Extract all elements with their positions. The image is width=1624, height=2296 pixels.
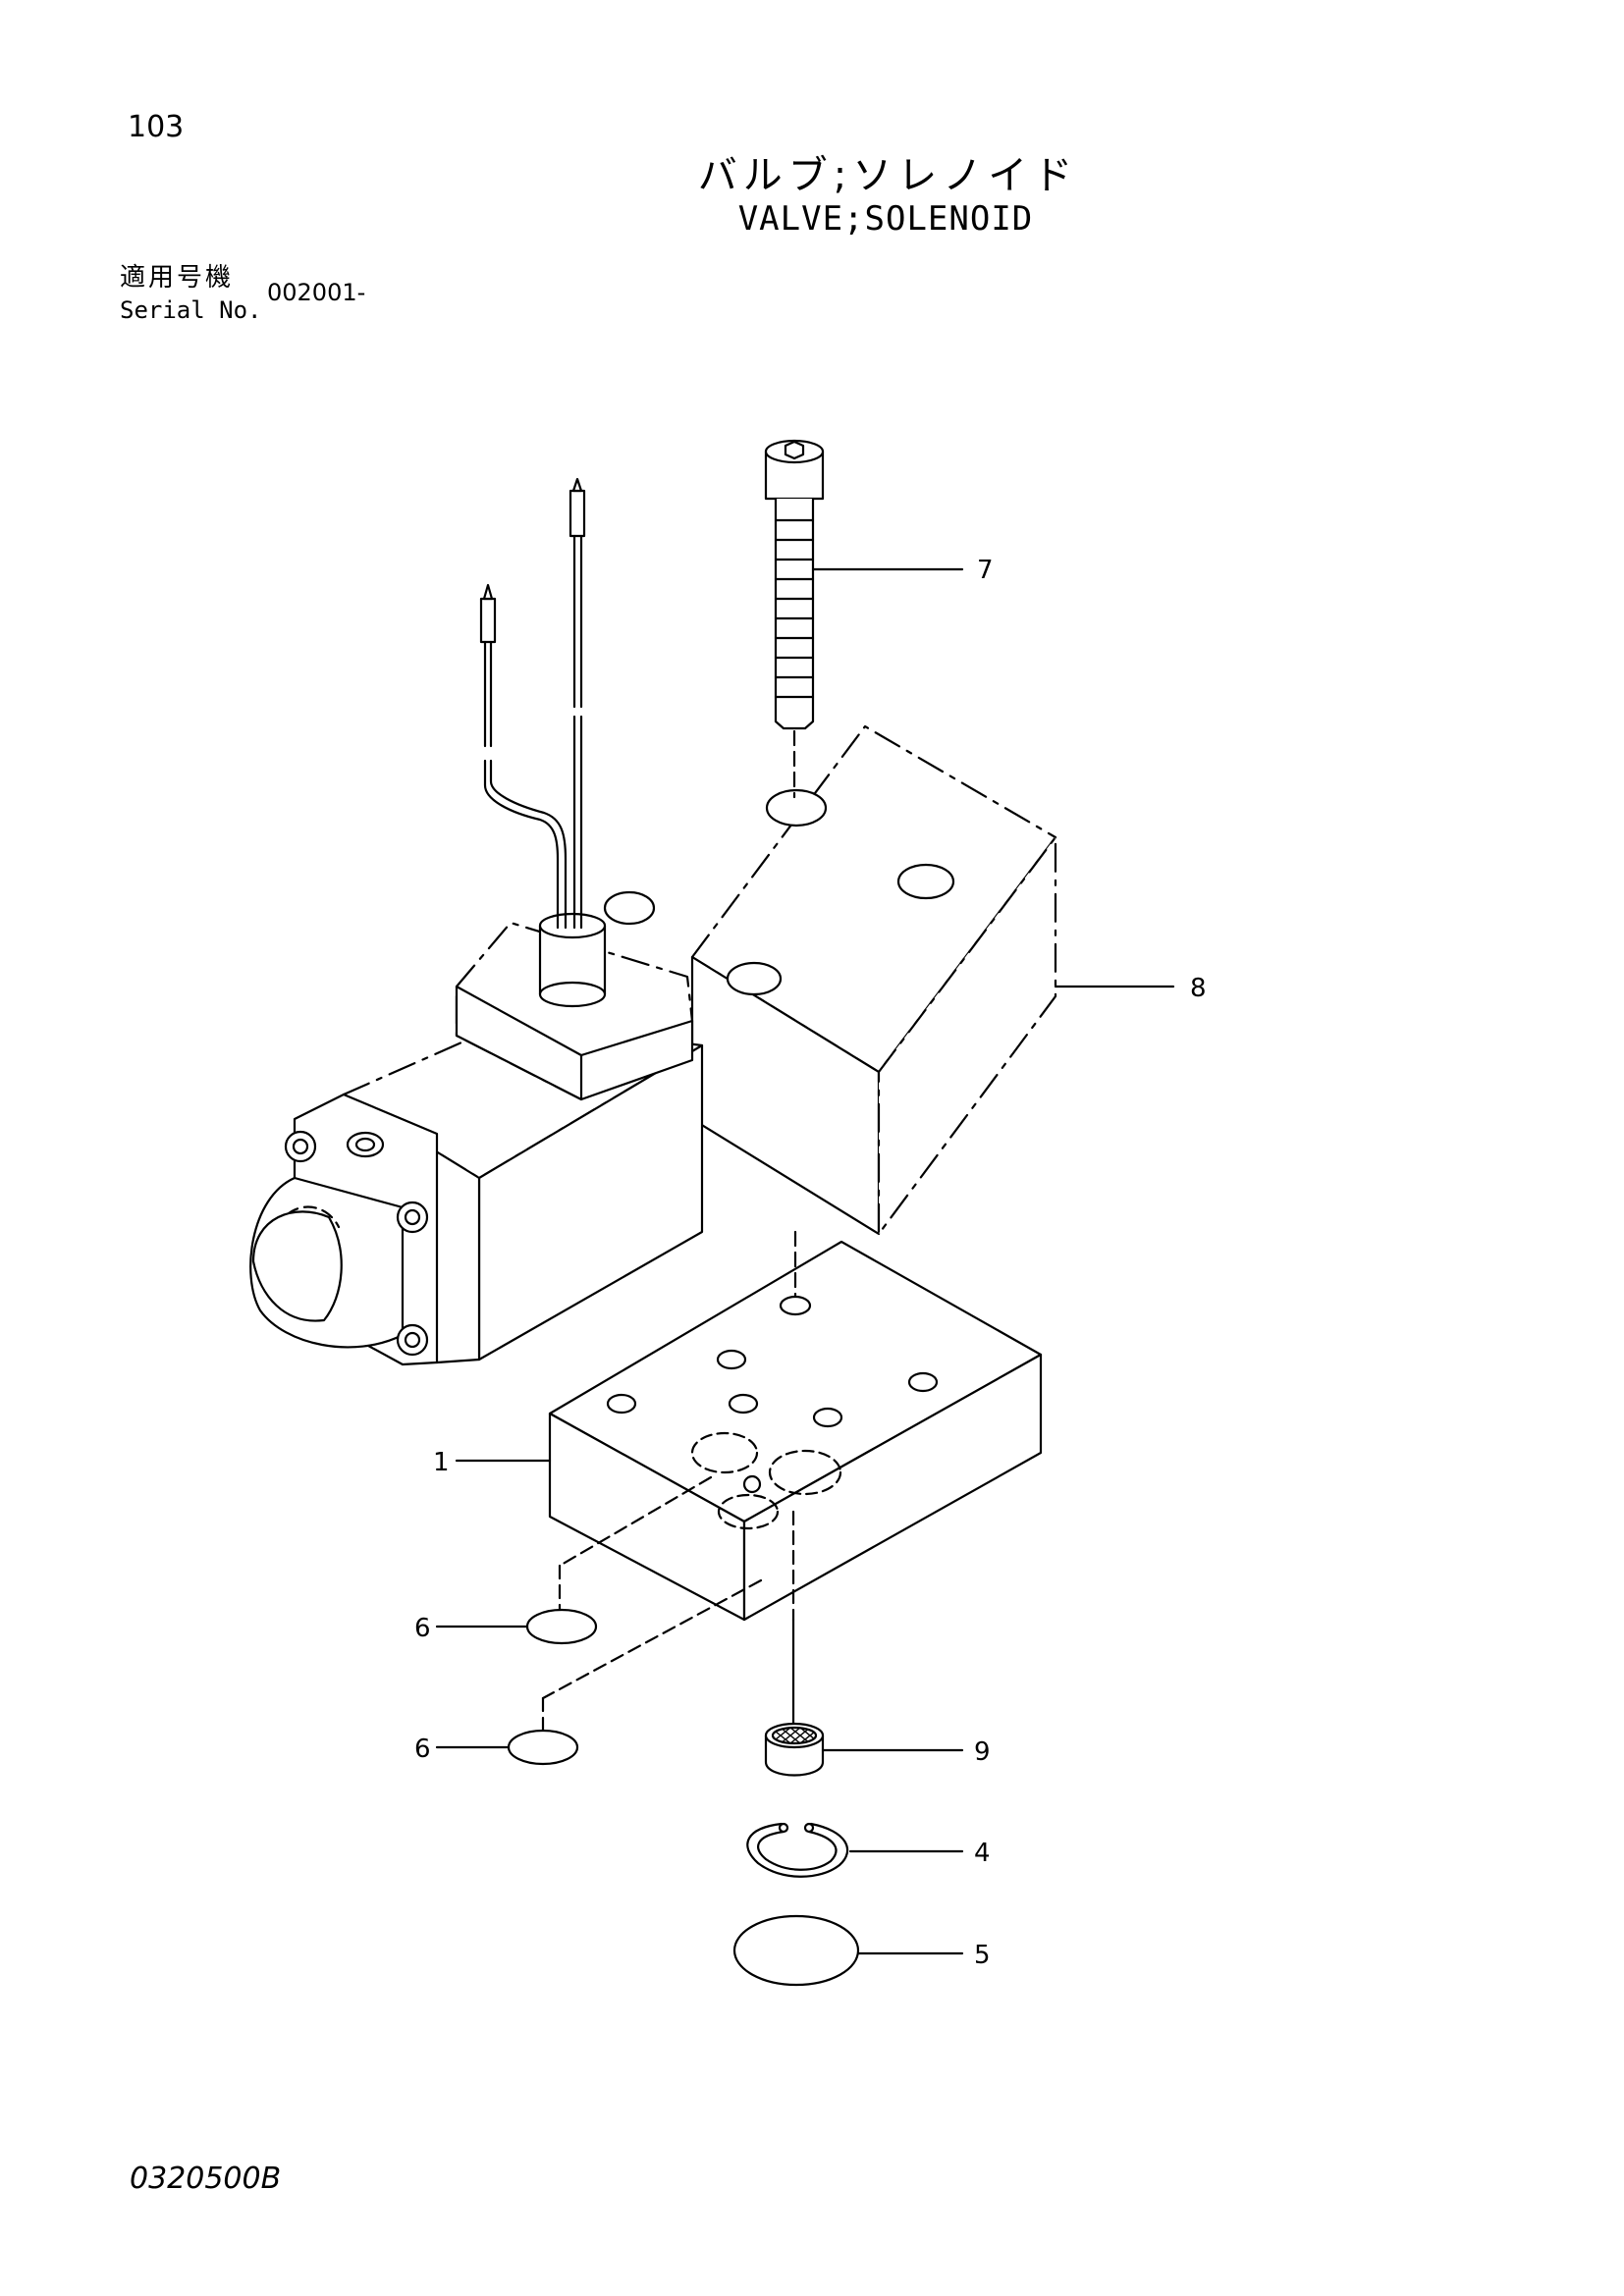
serial-label-english: Serial No. (120, 296, 262, 324)
valve-body-part-8 (603, 724, 1057, 1236)
lead-wires (479, 477, 586, 930)
callout-1: 1 (433, 1448, 450, 1477)
leader-lines (435, 567, 1175, 1955)
oring-part-6-lower (507, 1729, 579, 1766)
callout-9: 9 (974, 1737, 991, 1767)
serial-number-value: 002001- (267, 279, 366, 306)
page-number: 103 (128, 110, 185, 144)
callout-7: 7 (977, 556, 994, 585)
strainer-part-9 (764, 1722, 825, 1777)
disc-part-5 (732, 1914, 860, 1987)
callout-5: 5 (974, 1941, 991, 1970)
bolt-part-7 (764, 439, 825, 799)
serial-label-japanese: 適用号機 (120, 263, 235, 293)
callout-4: 4 (974, 1839, 991, 1868)
oring-part-6-upper (525, 1608, 598, 1645)
sub-plate-part-1 (548, 1230, 1043, 1622)
snap-ring-part-4 (746, 1822, 849, 1878)
callout-6-lower: 6 (414, 1735, 431, 1764)
solenoid-end-cap (249, 1093, 439, 1366)
hidden-lines (541, 1475, 795, 1747)
document-code: 0320500B (130, 2162, 282, 2196)
title-japanese: バルブ;ソレノイド (697, 153, 1079, 198)
callout-8: 8 (1190, 974, 1207, 1003)
callout-6-upper: 6 (414, 1614, 431, 1643)
title-english: VALVE;SOLENOID (737, 199, 1034, 239)
